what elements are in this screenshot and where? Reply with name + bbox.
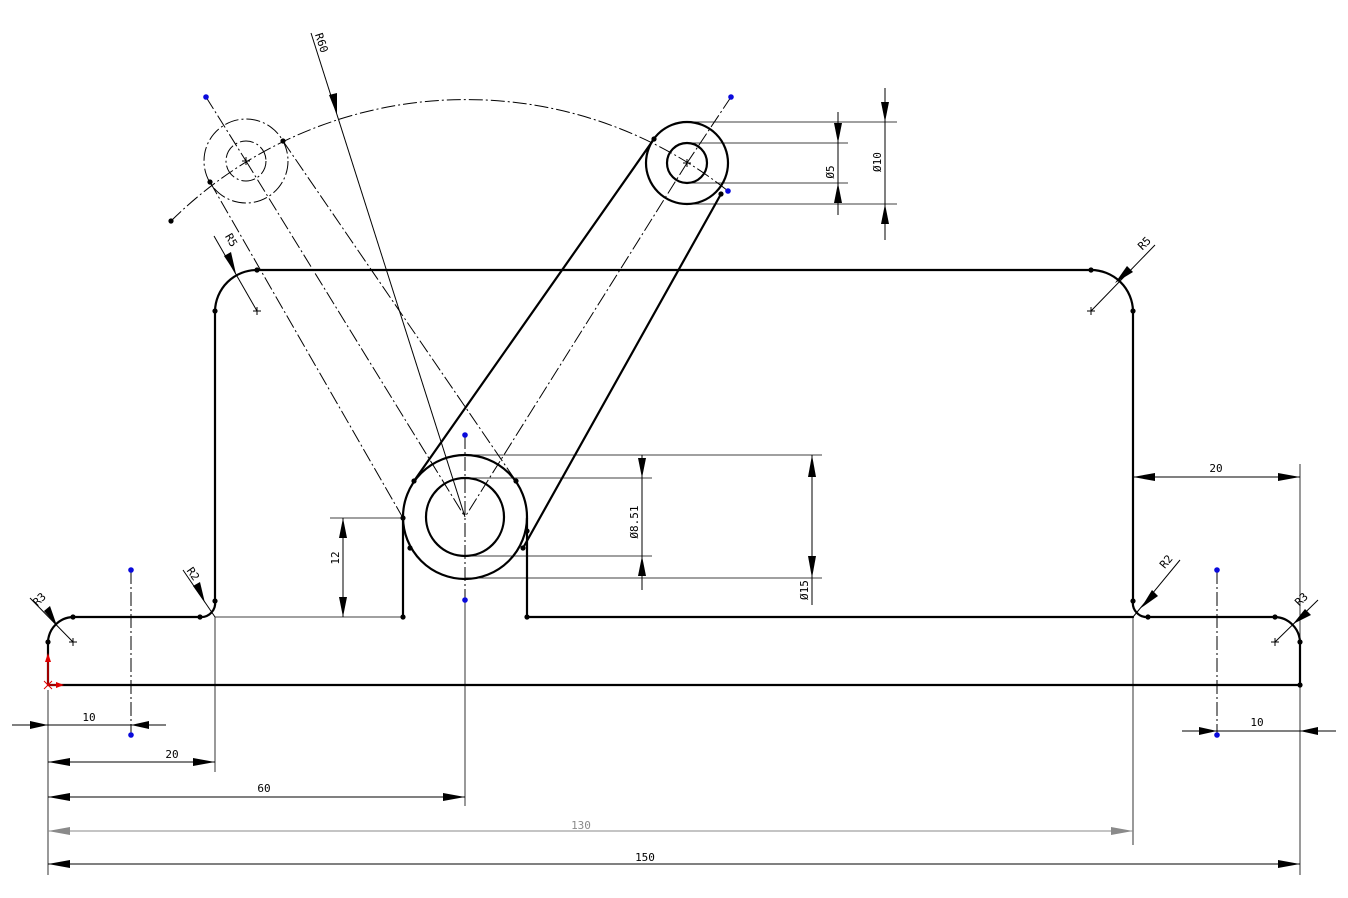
dim-phi15: Ø15: [798, 580, 811, 600]
sketch-point: [524, 614, 530, 620]
sketch-point: [168, 218, 174, 224]
sketch-point: [1088, 267, 1094, 273]
blue-point: [462, 432, 468, 438]
sketch-point: [411, 478, 417, 484]
dim-20-left: 20: [165, 748, 178, 761]
dim-phi5: Ø5: [824, 165, 837, 178]
blue-point: [462, 597, 468, 603]
arm-solid: [412, 120, 730, 550]
center-cross-r3-left: [69, 638, 77, 646]
radius-r60: R60: [312, 31, 331, 54]
sketch-point: [197, 614, 203, 620]
sketch-point: [400, 614, 406, 620]
radius-r5-left: R5: [222, 231, 240, 249]
dimension-labels[interactable]: 10 20 60 130 150 20 10 12 Ø5 Ø10 Ø8.51 Ø…: [30, 31, 1311, 864]
base-outline: [46, 268, 1302, 687]
blue-point: [1214, 567, 1220, 573]
blue-point: [1214, 732, 1220, 738]
sketch-point: [1272, 614, 1278, 620]
sketch-point: [1130, 308, 1136, 314]
sketch-point: [524, 528, 530, 534]
dim-phi8-51: Ø8.51: [628, 505, 641, 538]
origin-icon: [43, 653, 64, 690]
dim-130: 130: [571, 819, 591, 832]
sketch-point: [1297, 639, 1303, 645]
sketch-point: [520, 545, 526, 551]
sketch-points[interactable]: [45, 94, 1303, 738]
radius-r5-right: R5: [1135, 234, 1154, 253]
center-cross-r3-right: [1271, 638, 1279, 646]
blue-point: [128, 567, 134, 573]
dim-10-left: 10: [82, 711, 95, 724]
sketch-point: [280, 138, 286, 144]
dim-phi10: Ø10: [871, 152, 884, 172]
radius-r3-left: R3: [30, 590, 49, 609]
sketch-point: [651, 136, 657, 142]
blue-point: [728, 94, 734, 100]
blue-point: [128, 732, 134, 738]
dim-10-right: 10: [1250, 716, 1263, 729]
sketch-point: [207, 179, 213, 185]
sketch-point: [70, 614, 76, 620]
sketch-point: [407, 545, 413, 551]
center-marks: [69, 157, 1279, 646]
sketch-point: [1297, 682, 1303, 688]
blue-point: [203, 94, 209, 100]
sketch-point: [254, 267, 260, 273]
sketch-point: [513, 478, 519, 484]
sketch-point: [1145, 614, 1151, 620]
sketch-point: [1130, 598, 1136, 604]
dim-150: 150: [635, 851, 655, 864]
sketch-point: [718, 191, 724, 197]
radius-r3-right: R3: [1292, 590, 1311, 609]
extension-lines: [47, 121, 1301, 875]
dim-12: 12: [329, 551, 342, 564]
radius-leaders: [29, 32, 1319, 643]
dim-60: 60: [257, 782, 270, 795]
sketch-point: [212, 308, 218, 314]
sketch-point: [45, 639, 51, 645]
center-cross-r5-right: [1087, 307, 1095, 315]
center-cross-arm: [683, 159, 691, 167]
sketch-point: [212, 598, 218, 604]
radius-r2-left: R2: [184, 565, 202, 583]
center-cross-r5-left: [253, 307, 261, 315]
dimension-lines: [12, 88, 1336, 868]
blue-point: [725, 188, 731, 194]
center-lines: [130, 96, 1218, 735]
sketch-point: [400, 515, 406, 521]
center-cross-ghost: [242, 157, 250, 165]
dim-20-right: 20: [1209, 462, 1222, 475]
